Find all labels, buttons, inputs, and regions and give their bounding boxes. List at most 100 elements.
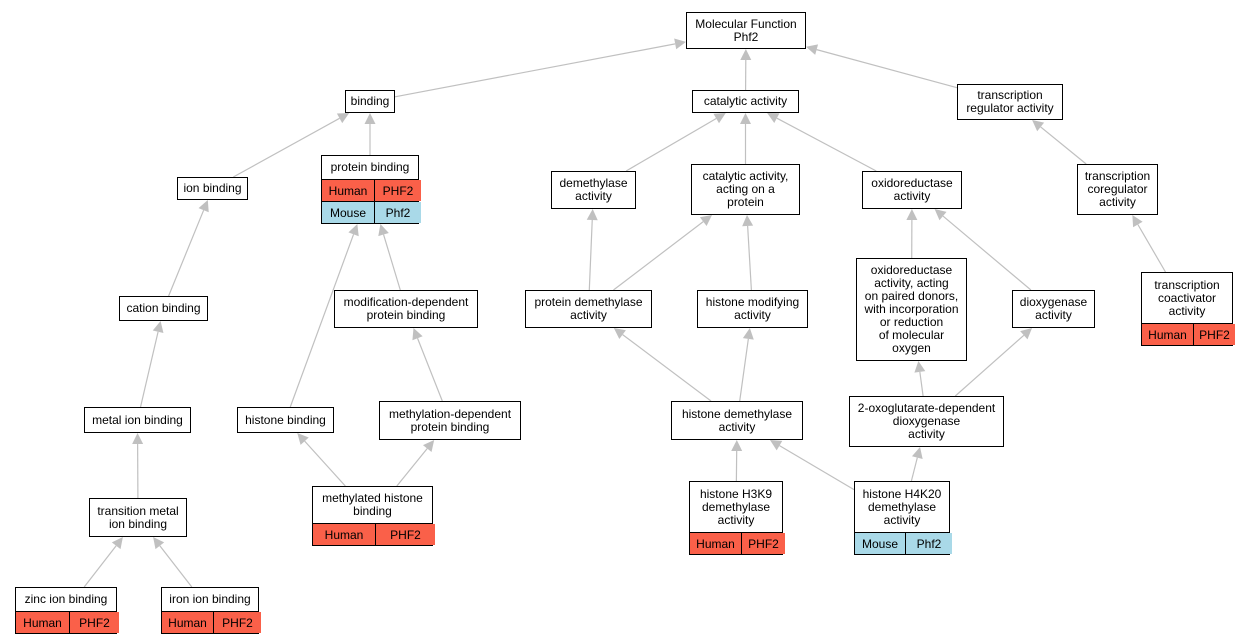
go-term-dioxy[interactable]: dioxygenase activity [1012,290,1095,328]
arrowhead-icon [153,537,165,550]
go-term-label: histone H4K20 demethylase activity [862,486,942,527]
arrowhead-icon [906,209,918,221]
arrowhead-icon [934,209,947,221]
go-term-label: ion binding [183,181,242,195]
arrowhead-icon [742,215,754,227]
go-term-histdemeth[interactable]: histone demethylase activity [671,401,803,440]
arrowhead-icon [806,44,819,55]
edge-histb-to-protb [289,234,355,408]
go-term-label: oxidoreductase activity [871,176,953,203]
edge-binding-to-mf [394,43,676,98]
go-term-mf[interactable]: Molecular Function Phf2 [686,12,806,49]
go-term-label: oxidoreductase activity, acting on paire… [864,263,959,355]
go-term-label: demethylase activity [559,176,628,203]
go-term-label: transcription coactivator activity [1154,277,1220,318]
species-cell: Human [16,612,69,633]
go-term-histmod[interactable]: histone modifying activity [697,290,808,328]
edge-iron-to-transmetal [159,545,193,588]
go-term-ionb[interactable]: ion binding [177,177,248,200]
arrowhead-icon [613,328,626,340]
edge-zinc-to-transmetal [83,545,117,588]
go-term-catprot[interactable]: catalytic activity, acting on a protein [691,164,800,215]
go-term-label: methylation-dependent protein binding [388,406,512,434]
go-term-moddep[interactable]: modification-dependent protein binding [334,290,478,328]
species-cell: Human [1142,324,1193,345]
arrowhead-icon [152,321,164,333]
go-term-oxidopaired[interactable]: oxidoreductase activity, acting on paire… [856,258,967,361]
arrowhead-icon [767,113,780,124]
go-term-histb[interactable]: histone binding [237,407,334,433]
go-term-label: cation binding [126,301,201,315]
arrowhead-icon [770,440,783,451]
species-cell: Mouse [322,202,374,223]
go-term-tcoreg[interactable]: transcription coregulator activity [1077,164,1158,215]
species-cell: Mouse [855,533,905,554]
go-term-treg[interactable]: transcription regulator activity [957,84,1063,120]
edge-methhist-to-histb [304,440,346,487]
edge-dioxy-to-oxido [942,215,1032,291]
go-term-protdemeth[interactable]: protein demethylase activity [525,290,652,328]
gene-cell: PHF2 [741,533,785,554]
edge-histdemeth-to-protdemeth [622,334,712,402]
go-term-label: methylated histone binding [322,491,423,518]
go-term-label: transition metal ion binding [97,503,179,531]
go-term-transmetal[interactable]: transition metal ion binding [89,498,187,537]
arrowhead-icon [911,447,923,460]
edge-protdemeth-to-catprot [613,221,704,291]
go-term-label: 2-oxoglutarate-dependent dioxygenase act… [857,401,996,441]
go-term-label: modification-dependent protein binding [343,295,469,322]
go-term-label: protein demethylase activity [534,295,643,322]
gene-cell: Phf2 [905,533,952,554]
arrowhead-icon [742,328,754,340]
go-term-label: catalytic activity [703,94,788,108]
arrowhead-icon [297,433,309,445]
gene-cell: Phf2 [374,202,421,223]
species-cell: Human [313,524,375,545]
go-term-label: Molecular Function Phf2 [695,16,797,44]
go-term-label: metal ion binding [92,412,183,427]
go-term-cationb[interactable]: cation binding [119,296,208,321]
go-term-label: transcription coregulator activity [1084,169,1151,209]
gene-cell: PHF2 [213,612,261,633]
go-term-oxido[interactable]: oxidoreductase activity [862,171,962,209]
arrowhead-icon [198,200,209,213]
arrowhead-icon [348,224,359,237]
go-term-label: histone demethylase activity [681,406,793,434]
arrowhead-icon [914,361,926,373]
arrowhead-icon [412,328,423,341]
arrowhead-icon [336,113,350,124]
go-term-methdep[interactable]: methylation-dependent protein binding [379,401,521,440]
go-term-label: dioxygenase activity [1019,295,1088,322]
edge-tcoact-to-tcoreg [1137,224,1166,273]
go-term-demeth[interactable]: demethylase activity [551,171,636,209]
arrowhead-icon [378,224,389,237]
gene-cell: PHF2 [375,524,435,545]
edge-histdemeth-to-histmod [739,338,749,402]
go-term-label: binding [350,94,390,108]
edge-metalb-to-cationb [139,331,159,408]
edge-tcoreg-to-treg [1040,126,1087,165]
go-term-label: zinc ion binding [24,592,108,606]
go-term-metalb[interactable]: metal ion binding [84,407,191,433]
go-term-label: transcription regulator activity [966,88,1054,115]
edge-h4k20-to-oxoglut [910,457,918,482]
go-term-catalytic[interactable]: catalytic activity [692,90,799,113]
arrowhead-icon [111,537,123,550]
go-term-binding[interactable]: binding [345,90,395,113]
edge-demeth-to-catalytic [625,118,717,172]
go-term-oxoglut[interactable]: 2-oxoglutarate-dependent dioxygenase act… [849,396,1004,447]
